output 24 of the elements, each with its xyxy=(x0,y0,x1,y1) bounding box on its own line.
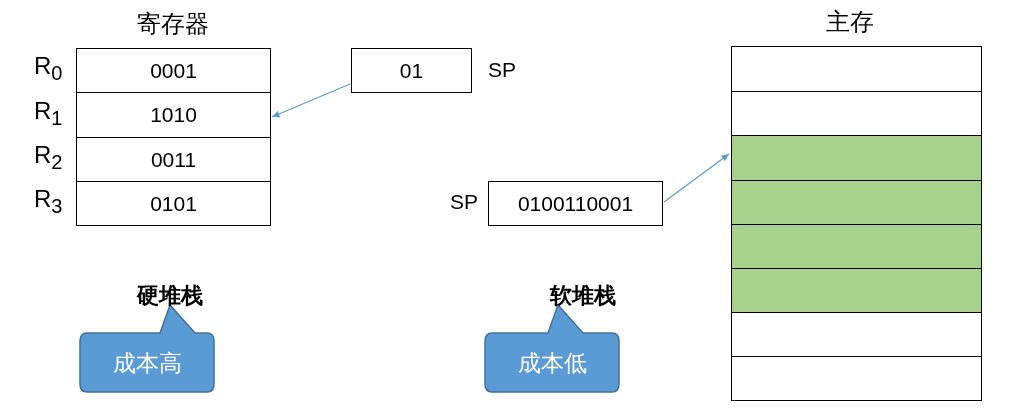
register-cell: 0101 xyxy=(76,181,271,226)
memory-cell xyxy=(731,268,982,313)
memory-cell xyxy=(731,91,982,136)
pointer-box: 0100110001 xyxy=(488,181,663,226)
register-label: R$_{1}$ xyxy=(34,97,63,130)
arrow xyxy=(271,83,351,118)
memory-cell xyxy=(731,46,982,92)
register-cell: 1010 xyxy=(76,92,271,138)
memory-cell xyxy=(731,135,982,181)
memory-cell xyxy=(731,312,982,357)
pointer-label: SP xyxy=(488,58,516,82)
pointer-label: SP xyxy=(450,190,478,214)
arrow xyxy=(663,153,730,203)
register-cell: 0001 xyxy=(76,48,271,93)
memory-cell xyxy=(731,180,982,225)
memory-cell xyxy=(731,356,982,401)
heading: 主存 xyxy=(826,7,874,37)
register-label: R$_{0}$ xyxy=(34,52,63,85)
register-label: R$_{3}$ xyxy=(34,185,63,218)
register-cell: 0011 xyxy=(76,137,271,182)
register-label: R$_{2}$ xyxy=(34,141,63,174)
heading: 寄存器 xyxy=(137,9,209,39)
pointer-box: 01 xyxy=(351,48,472,93)
memory-cell xyxy=(731,224,982,269)
